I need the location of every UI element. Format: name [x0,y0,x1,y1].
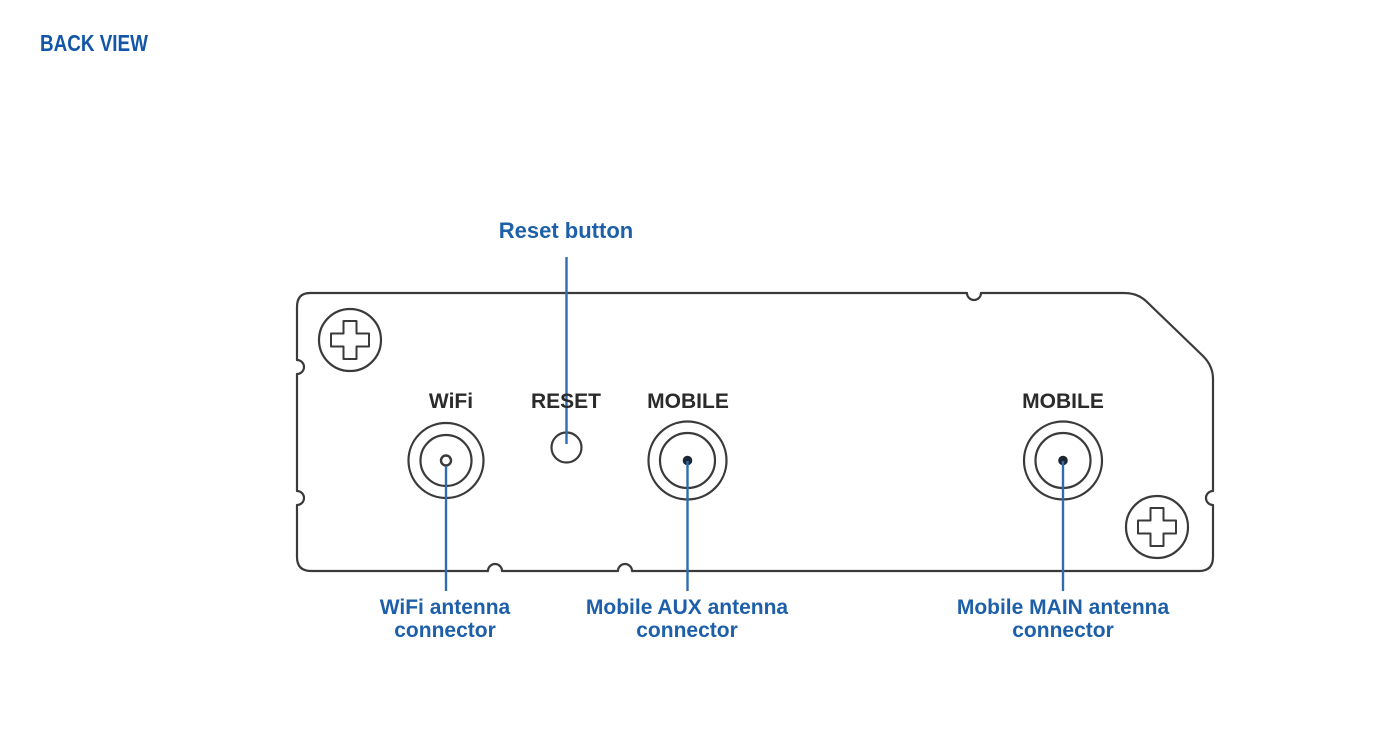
callout-reset-button: Reset button [498,218,634,243]
callout-mobile-main-line2: connector [1012,619,1114,642]
callout-wifi-antenna-line2: connector [394,619,496,642]
callout-mobile-aux-antenna: Mobile AUX antenna connector [586,596,788,642]
callout-mobile-main-antenna: Mobile MAIN antenna connector [957,596,1169,642]
port-label-wifi: WiFi [428,390,474,413]
screw-top-left-icon [317,307,383,373]
mobile-main-connector-icon [1022,420,1104,501]
page-title: BACK VIEW [40,30,148,56]
port-label-mobile-aux: MOBILE [647,390,729,413]
port-label-reset: RESET [530,390,602,413]
callout-wifi-antenna-line1: WiFi antenna [379,596,511,619]
screw-bottom-right-icon [1124,494,1190,560]
callout-mobile-aux-line1: Mobile AUX antenna [585,596,789,619]
callout-mobile-aux-line2: connector [636,619,738,642]
mobile-aux-connector-icon [647,420,728,501]
callout-mobile-main-line1: Mobile MAIN antenna [956,596,1170,619]
callout-wifi-antenna: WiFi antenna connector [380,596,510,642]
port-label-mobile-main: MOBILE [1022,390,1104,413]
panel-outline [295,291,1215,573]
wifi-connector-icon [407,421,485,500]
